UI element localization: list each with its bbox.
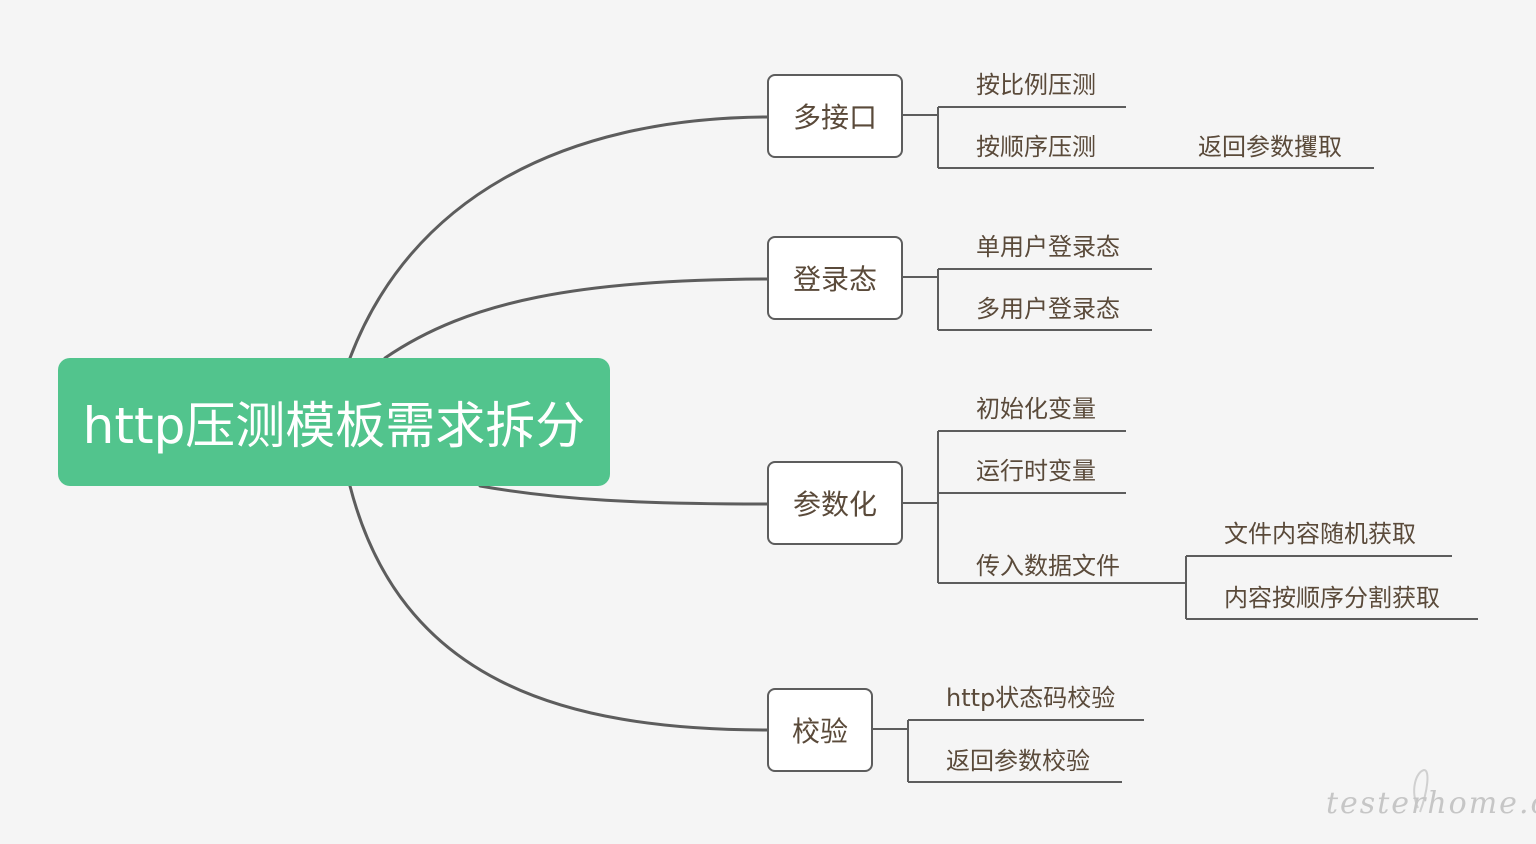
watermark-text: testerhome.com <box>1326 786 1536 821</box>
connector-login-state <box>902 269 939 330</box>
leaf-sequence-test[interactable]: 按顺序压测 <box>976 133 1096 161</box>
leaf-ratio-test[interactable]: 按比例压测 <box>976 71 1096 99</box>
leaf-random-read[interactable]: 文件内容随机获取 <box>1224 520 1416 548</box>
curve-to-parameterize <box>478 484 770 506</box>
leaf-sequential-split[interactable]: 内容按顺序分割获取 <box>1224 584 1440 612</box>
connector-multi-interface <box>902 107 939 168</box>
curve-to-multi-interface <box>348 115 770 360</box>
root-node[interactable]: http压测模板需求拆分 <box>58 358 610 486</box>
leaf-runtime-variable[interactable]: 运行时变量 <box>976 457 1096 485</box>
leaf-single-user-login[interactable]: 单用户登录态 <box>976 233 1120 261</box>
leaf-http-status[interactable]: http状态码校验 <box>946 684 1116 712</box>
branch-multi-interface[interactable]: 多接口 <box>767 74 903 158</box>
connector-parameterize <box>902 431 939 583</box>
leaf-return-params[interactable]: 返回参数校验 <box>946 747 1090 775</box>
leaf-return-param-extract[interactable]: 返回参数攫取 <box>1198 133 1342 161</box>
branch-validation[interactable]: 校验 <box>767 688 873 772</box>
curve-to-validation <box>348 484 770 732</box>
watermark-swirl <box>1413 768 1429 813</box>
leaf-data-file[interactable]: 传入数据文件 <box>976 552 1120 580</box>
curve-to-login-state <box>383 277 770 360</box>
leaf-init-variable[interactable]: 初始化变量 <box>976 395 1096 423</box>
branch-parameterize[interactable]: 参数化 <box>767 461 903 545</box>
connector-validation <box>872 720 909 782</box>
leaf-multi-user-login[interactable]: 多用户登录态 <box>976 295 1120 323</box>
branch-login-state[interactable]: 登录态 <box>767 236 903 320</box>
